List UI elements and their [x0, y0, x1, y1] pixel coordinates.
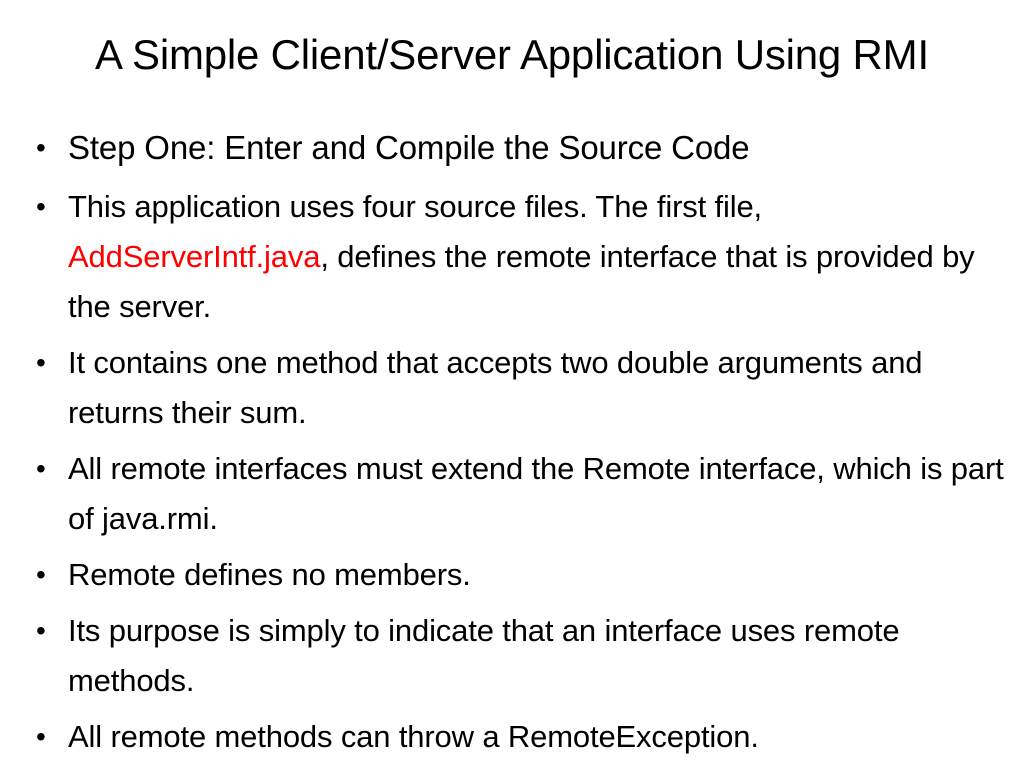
- bullet-text-after: , defines the remote interface that is p…: [68, 239, 975, 324]
- bullet-text: It contains one method that accepts two …: [68, 345, 923, 430]
- bullet-text: Step One: Enter and Compile the Source C…: [68, 129, 750, 166]
- bullet-marker-icon: •: [36, 132, 46, 163]
- bullet-text: All remote methods can throw a RemoteExc…: [68, 719, 759, 754]
- list-item: • This application uses four source file…: [0, 182, 1024, 332]
- bullet-marker-icon: •: [36, 615, 46, 646]
- list-item: • All remote methods can throw a RemoteE…: [0, 712, 1024, 762]
- list-item: • All remote interfaces must extend the …: [0, 444, 1024, 544]
- list-item: • Step One: Enter and Compile the Source…: [0, 122, 1024, 174]
- bullet-marker-icon: •: [36, 453, 46, 484]
- list-item: • Its purpose is simply to indicate that…: [0, 606, 1024, 706]
- bullet-text: All remote interfaces must extend the Re…: [68, 451, 1004, 536]
- bullet-text: Its purpose is simply to indicate that a…: [68, 613, 900, 698]
- bullet-text: Remote defines no members.: [68, 557, 471, 592]
- list-item: • Remote defines no members.: [0, 550, 1024, 600]
- slide-title: A Simple Client/Server Application Using…: [95, 31, 929, 79]
- bullet-marker-icon: •: [36, 347, 46, 378]
- bullet-marker-icon: •: [36, 191, 46, 222]
- slide-bullet-list: • Step One: Enter and Compile the Source…: [0, 122, 1024, 768]
- bullet-text-before: This application uses four source files.…: [68, 189, 763, 224]
- list-item: • It contains one method that accepts tw…: [0, 338, 1024, 438]
- bullet-text: This application uses four source files.…: [68, 182, 1004, 332]
- bullet-marker-icon: •: [36, 559, 46, 590]
- bullet-marker-icon: •: [36, 721, 46, 752]
- highlighted-filename: AddServerIntf.java: [68, 239, 321, 274]
